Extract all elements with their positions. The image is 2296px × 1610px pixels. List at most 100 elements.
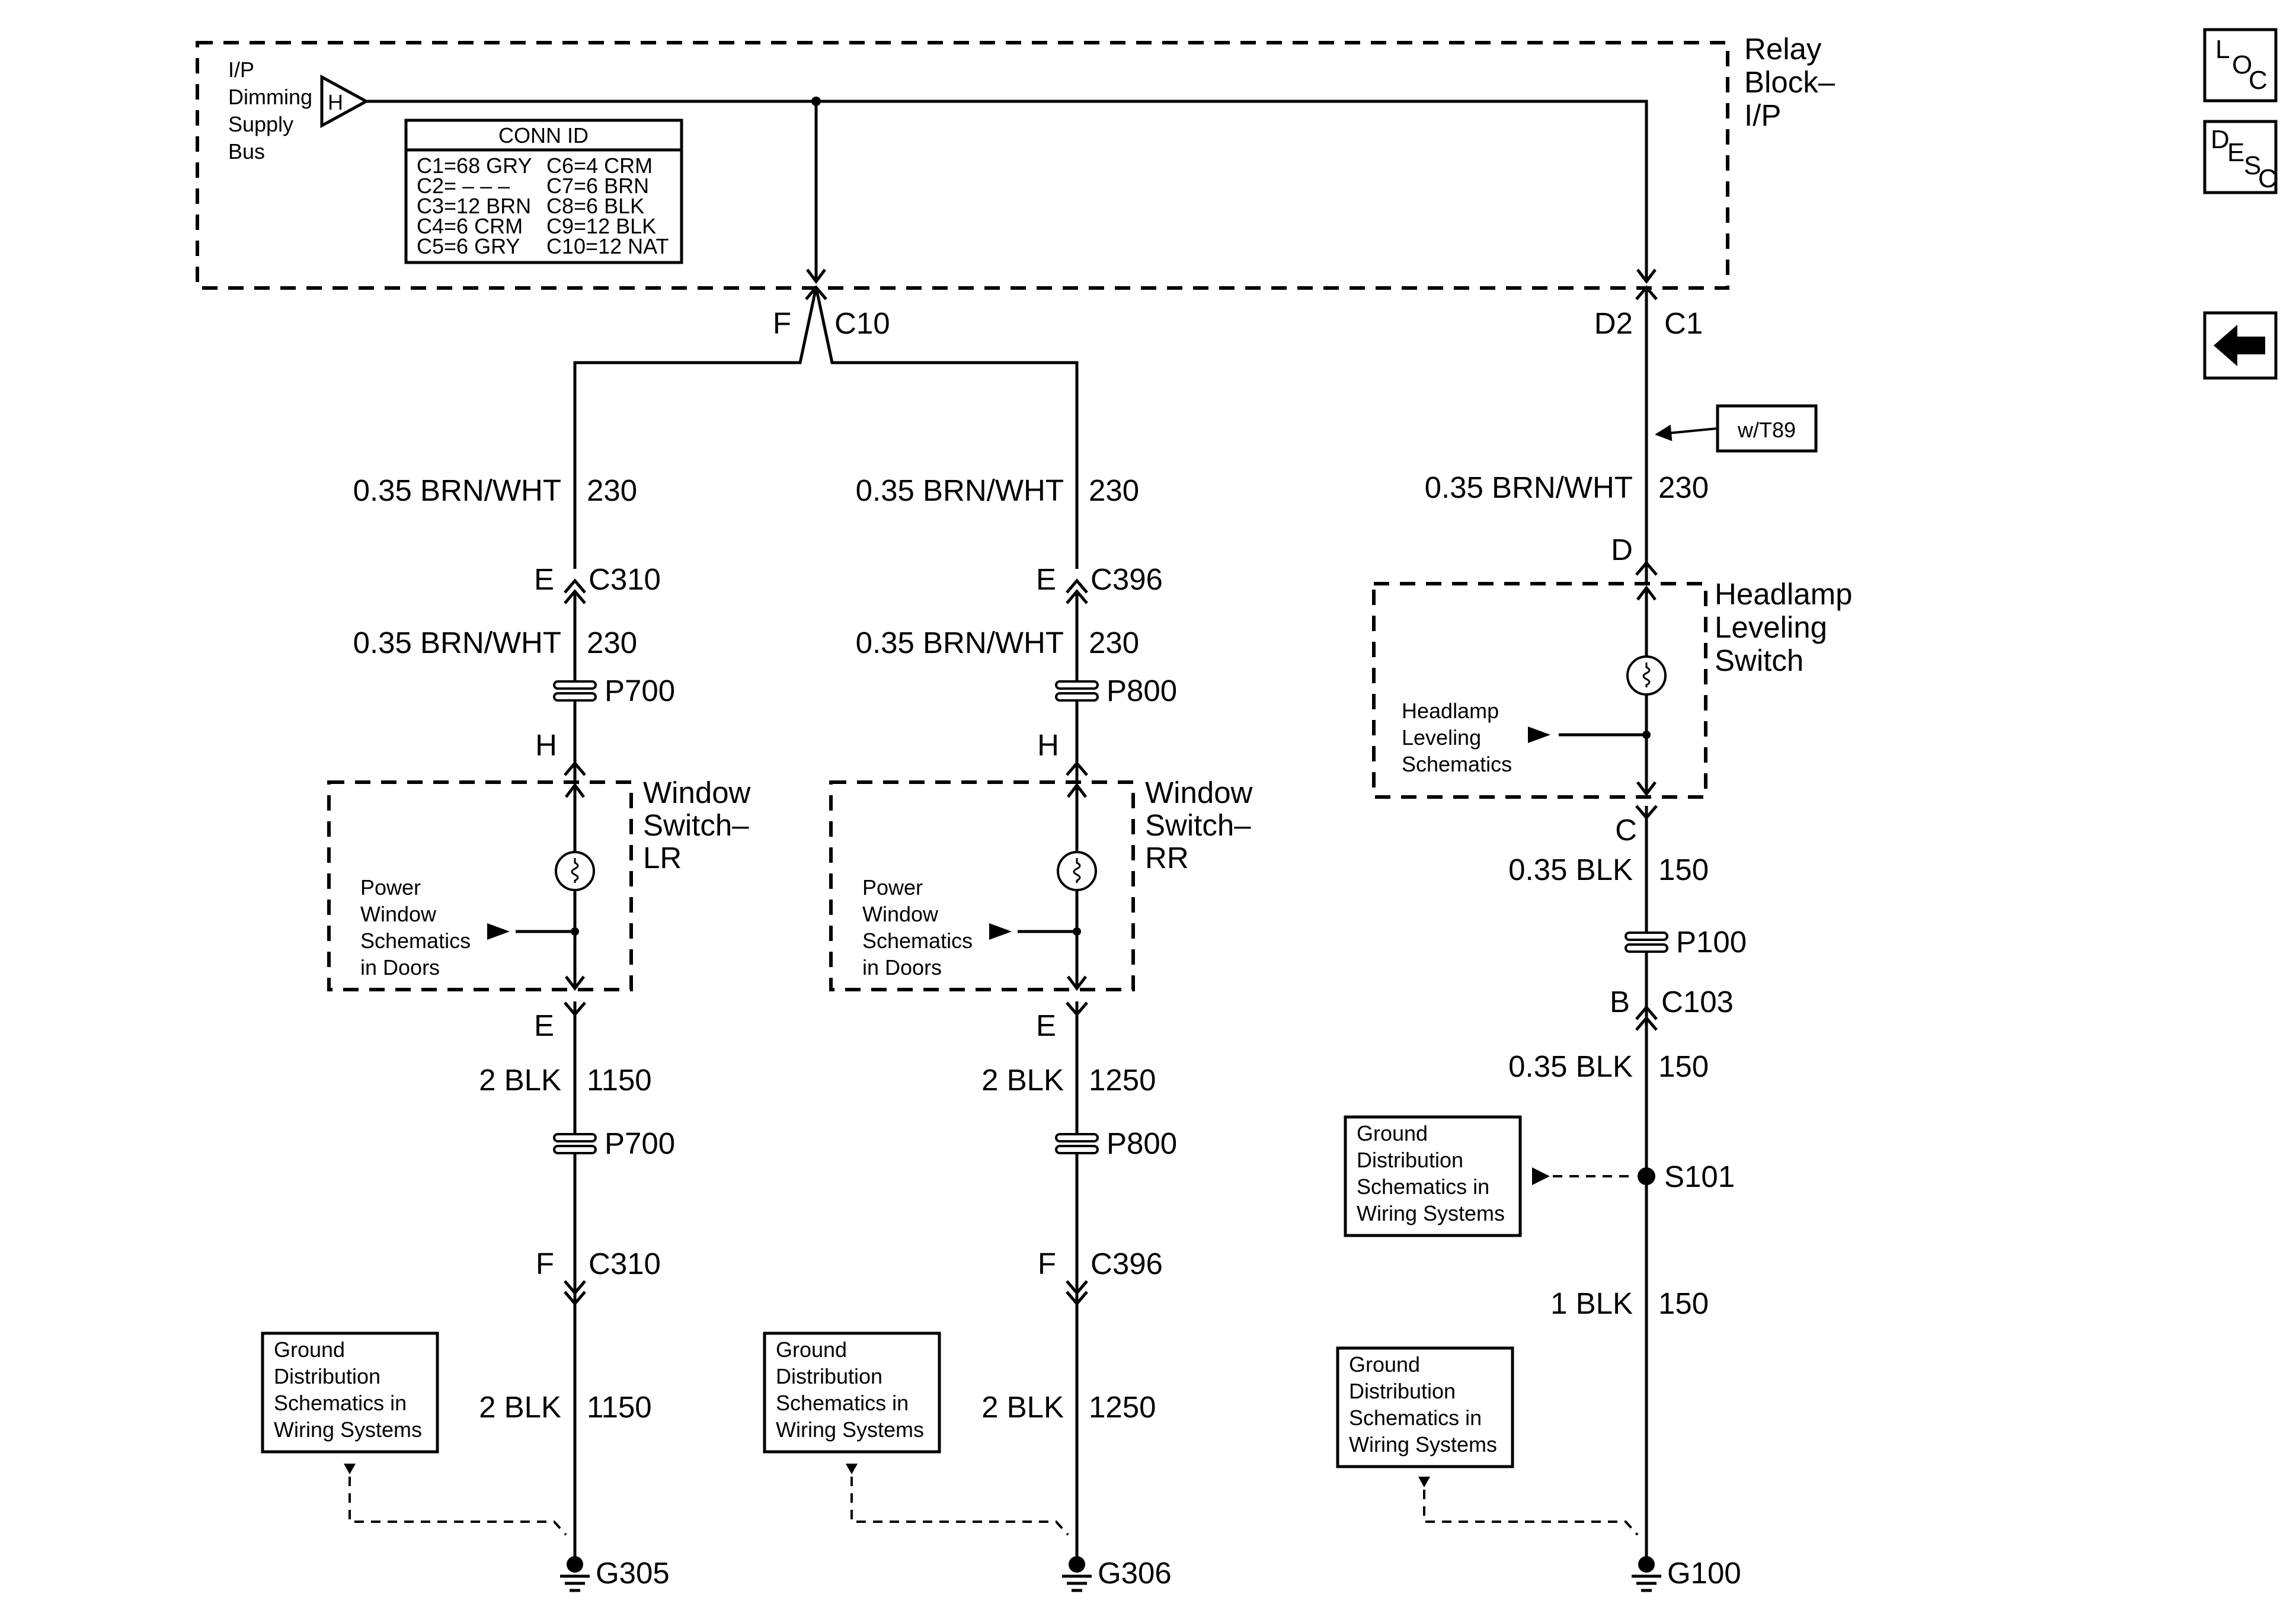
supply-bus-buffer-icon: H (320, 74, 370, 129)
svg-text:G306: G306 (1098, 1556, 1172, 1590)
ground-g306-icon (1062, 1556, 1092, 1592)
svg-text:Switch–: Switch– (1145, 808, 1251, 842)
pass-through-p100-icon (1625, 932, 1668, 953)
svg-text:D: D (1611, 533, 1633, 566)
svg-text:D2: D2 (1594, 306, 1633, 340)
svg-text:Ground Distribution: Ground Distribution Schematics in Wiring… (274, 1337, 422, 1442)
svg-text:LR: LR (643, 841, 682, 875)
headlamp-leveling-switch: Headlamp Leveling Switch Headlamp Leveli… (1372, 577, 1852, 799)
svg-text:CONN ID: CONN ID (498, 123, 589, 148)
conn-id-table: CONN ID C1=68 GRY C2= – – – C3=12 BRN C4… (404, 119, 683, 264)
svg-text:C1: C1 (1664, 306, 1703, 340)
svg-text:H: H (328, 90, 343, 114)
switch-lamp-icon (555, 851, 595, 891)
svg-text:Switch: Switch (1715, 644, 1803, 677)
svg-text:0.35 BLK: 0.35 BLK (1508, 853, 1633, 886)
svg-text:P800: P800 (1107, 674, 1177, 708)
svg-text:G305: G305 (596, 1556, 670, 1590)
svg-text:2 BLK: 2 BLK (479, 1390, 561, 1424)
svg-text:0.35 BRN/WHT: 0.35 BRN/WHT (353, 626, 561, 660)
headlamp-circuit: 0.35 BRN/WHT 230 D (1425, 470, 1709, 584)
svg-text:150: 150 (1658, 1286, 1709, 1320)
svg-text:F: F (773, 306, 791, 340)
rr-circuit: 0.35 BRN/WHT 230 E C396 0.35 BRN/WHT 230… (856, 473, 1177, 782)
lr-circuit-lower: E 2 BLK 1150 P700 F C310 2 BLK 1150 G305 (479, 1001, 675, 1592)
svg-text:C10: C10 (834, 306, 890, 340)
svg-text:C: C (2258, 164, 2277, 193)
svg-text:1150: 1150 (587, 1390, 652, 1424)
svg-text:E: E (534, 562, 554, 596)
svg-text:G100: G100 (1667, 1556, 1741, 1590)
window-switch-rr: Window Switch– RR Power Window Schematic… (829, 776, 1253, 991)
svg-text:RR: RR (1145, 841, 1189, 875)
svg-text:E: E (1036, 1009, 1056, 1042)
svg-text:Ground Distribution: Ground Distribution Schematics in Wiring… (1349, 1352, 1497, 1457)
svg-text:1150: 1150 (587, 1063, 652, 1097)
svg-text:P100: P100 (1676, 925, 1747, 959)
svg-text:E: E (1036, 562, 1056, 596)
svg-text:C310: C310 (589, 562, 661, 596)
svg-text:1250: 1250 (1089, 1063, 1156, 1097)
pass-through-p700-icon (553, 680, 597, 702)
svg-text:0.35 BRN/WHT: 0.35 BRN/WHT (856, 626, 1064, 660)
svg-text:E: E (534, 1009, 554, 1042)
svg-text:0.35 BRN/WHT: 0.35 BRN/WHT (1425, 470, 1633, 504)
supply-bus-wire (366, 100, 1648, 279)
rr-circuit-lower: E 2 BLK 1250 P800 F C396 2 BLK 1250 G306 (981, 1001, 1177, 1592)
svg-text:0.35 BRN/WHT: 0.35 BRN/WHT (856, 473, 1064, 507)
svg-text:C396: C396 (1091, 562, 1163, 596)
svg-text:150: 150 (1658, 1049, 1709, 1083)
switch-lamp-icon (1057, 851, 1097, 891)
supply-bus-label: I/P Dimming Supply Bus (228, 57, 318, 164)
connector-c10: F C10 (773, 285, 890, 340)
ground-g100-icon (1632, 1556, 1661, 1592)
svg-text:1250: 1250 (1089, 1390, 1156, 1424)
back-arrow-icon (2214, 325, 2265, 366)
bus-drop-left-arrow (806, 268, 826, 284)
svg-text:Window: Window (643, 776, 751, 809)
svg-text:Window: Window (1145, 776, 1253, 809)
headlamp-circuit-lower: C 0.35 BLK 150 P100 B C103 0.35 BLK 150 … (1508, 805, 1747, 1592)
svg-text:H: H (535, 728, 557, 762)
svg-text:0.35 BLK: 0.35 BLK (1508, 1049, 1633, 1083)
pass-through-p800-icon (1055, 680, 1099, 702)
relay-block-title: Relay Block– I/P (1744, 32, 1843, 132)
lr-ref-power-window: Power Window Schematics in Doors (360, 875, 477, 980)
svg-text:w/T89: w/T89 (1737, 418, 1796, 442)
switch-lamp-icon (1626, 655, 1667, 696)
svg-text:C310: C310 (589, 1247, 661, 1281)
svg-text:Headlamp: Headlamp (1715, 577, 1852, 611)
description-button[interactable]: D E S C (2203, 120, 2278, 194)
svg-text:P800: P800 (1107, 1126, 1177, 1160)
splice-s101-dot (1638, 1167, 1655, 1185)
svg-text:C: C (2249, 66, 2268, 95)
svg-text:E: E (2227, 138, 2244, 167)
back-button[interactable] (2203, 311, 2278, 380)
headlamp-leveling-schematics-ref: Headlamp Leveling Schematics (1402, 699, 1512, 776)
g100-ground-reference: Ground Distribution Schematics in Wiring… (1336, 1346, 1639, 1536)
lr-ground-reference: Ground Distribution Schematics in Wiring… (261, 1331, 567, 1536)
connector-c1: D2 C1 (1594, 285, 1703, 340)
c10-split-wire (573, 287, 1079, 569)
rr-ground-reference: Ground Distribution Schematics in Wiring… (763, 1331, 1069, 1536)
svg-text:1 BLK: 1 BLK (1550, 1286, 1633, 1320)
svg-text:C396: C396 (1091, 1247, 1163, 1281)
svg-text:2 BLK: 2 BLK (981, 1063, 1064, 1097)
relay-block-boundary (196, 41, 1729, 290)
svg-text:S: S (2244, 151, 2261, 180)
svg-text:230: 230 (1089, 473, 1139, 507)
rr-ref-power-window: Power Window Schematics in Doors (862, 875, 978, 980)
svg-text:H: H (1037, 728, 1059, 762)
svg-text:P700: P700 (605, 674, 675, 708)
svg-text:S101: S101 (1664, 1160, 1735, 1193)
location-button[interactable]: L O C (2203, 28, 2278, 103)
conn-id-right-column: C6=4 CRM C7=6 BRN C8=6 BLK C9=12 BLK C10… (546, 153, 669, 258)
svg-text:B: B (1610, 985, 1630, 1019)
pass-through-p800-lower-icon (1055, 1133, 1099, 1154)
svg-text:P700: P700 (605, 1126, 675, 1160)
svg-text:230: 230 (1089, 626, 1139, 660)
svg-text:F: F (1038, 1247, 1056, 1281)
ground-g305-icon (560, 1556, 590, 1592)
option-tag-wt89: w/T89 (1655, 404, 1818, 453)
svg-text:0.35 BRN/WHT: 0.35 BRN/WHT (353, 473, 561, 507)
